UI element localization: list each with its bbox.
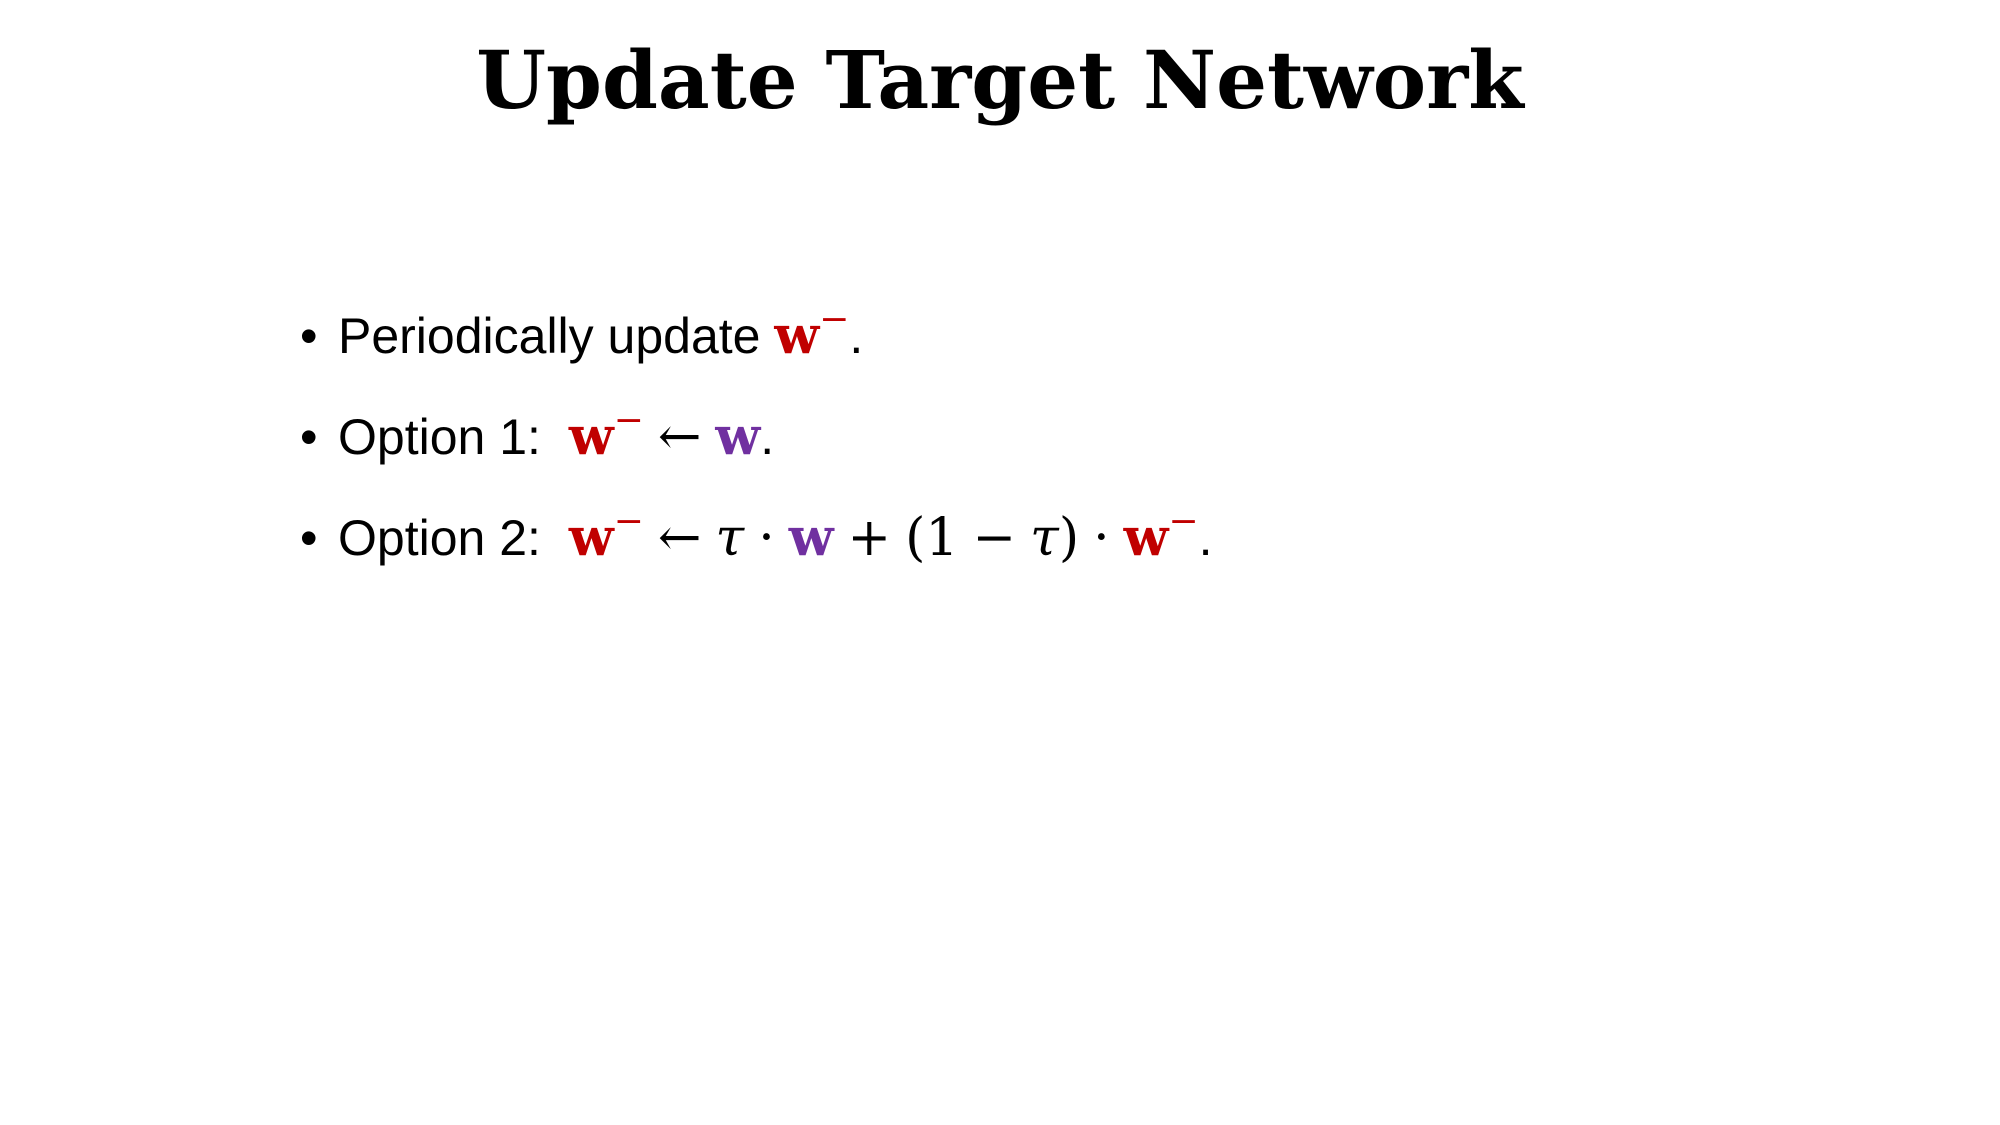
- target-weights-symbol: w: [1123, 507, 1169, 568]
- minus-operator: −: [972, 508, 1017, 568]
- bullet-option-2: •Option 2:w−←τ·w+(1−τ)·w−.: [300, 492, 1212, 568]
- slide-title: Update Target Network: [476, 33, 1524, 127]
- tau-symbol: τ: [1030, 508, 1059, 568]
- assign-arrow: ←: [657, 508, 702, 568]
- bullet-marker: •: [300, 409, 318, 465]
- target-weights-symbol: w: [568, 406, 614, 467]
- period: .: [849, 308, 864, 364]
- option-label: Option 2:: [338, 510, 541, 566]
- tau-symbol: τ: [715, 508, 745, 568]
- period: .: [1198, 510, 1213, 566]
- assign-arrow: ←: [657, 407, 702, 467]
- dot-operator: ·: [1093, 508, 1110, 568]
- bullet-text: Periodically update: [338, 308, 775, 364]
- bullet-option-1: •Option 1:w−←w.: [300, 391, 1212, 467]
- open-paren-one: (1: [905, 508, 959, 568]
- close-paren: ): [1058, 508, 1080, 568]
- bullet-marker: •: [300, 308, 318, 364]
- online-weights-symbol: w: [788, 507, 834, 568]
- plus-operator: +: [847, 508, 892, 568]
- option-label: Option 1:: [338, 409, 541, 465]
- target-weights-symbol: w: [774, 305, 820, 366]
- bullet-periodic-update: • Periodically update w−.: [300, 290, 1212, 366]
- bullet-marker: •: [300, 510, 318, 566]
- bullet-list: •Periodically update w−. •Option 1:w−←w.…: [300, 290, 1212, 593]
- dot-operator: ·: [758, 508, 775, 568]
- target-minus-superscript: −: [613, 501, 644, 542]
- target-minus-superscript: −: [613, 400, 644, 441]
- target-minus-superscript: −: [1168, 501, 1199, 542]
- target-weights-symbol: w: [568, 507, 614, 568]
- period: .: [760, 409, 775, 465]
- target-minus-superscript: −: [819, 299, 850, 340]
- online-weights-symbol: w: [715, 406, 761, 467]
